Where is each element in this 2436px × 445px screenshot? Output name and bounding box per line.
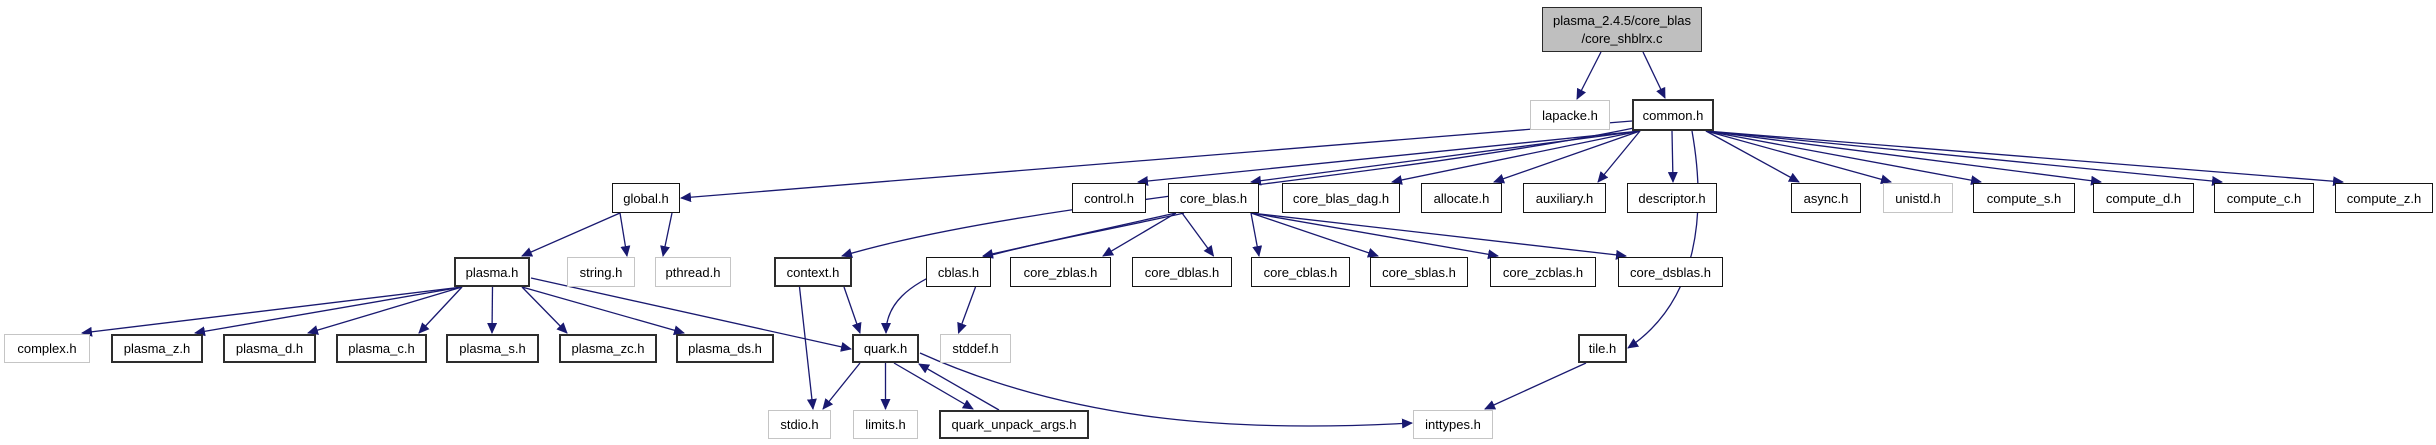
edge-global-h-to-string-h (619, 212, 631, 257)
edge-plasma-h-to-plasma-zc-h (521, 286, 568, 334)
node-limits-h: limits.h (853, 410, 918, 439)
node-common-h[interactable]: common.h (1632, 99, 1714, 131)
edge-core-blas-h-to-core-sblas-h (1250, 212, 1379, 258)
edge-common-h-to-allocate-h (1493, 130, 1641, 184)
edge-quark-unpack-args-h-to-quark-h (918, 363, 1000, 411)
node-async-h[interactable]: async.h (1791, 183, 1861, 213)
edge-plasma-h-to-complex-h (81, 286, 463, 337)
node-stdio-h: stdio.h (768, 410, 831, 439)
edge-quark-h-to-quark-unpack-args-h (893, 362, 974, 410)
edge-common-h-to-compute-z-h (1705, 130, 2344, 187)
node-root: plasma_2.4.5/core_blas/core_shblrx.c (1542, 7, 1702, 52)
edge-global-h-to-pthread-h (660, 212, 673, 257)
node-compute-z-h[interactable]: compute_z.h (2335, 183, 2433, 213)
edge-common-h-to-async-h (1705, 130, 1800, 183)
edge-root-to-common-h (1642, 51, 1666, 99)
node-pthread-h: pthread.h (655, 257, 731, 287)
node-allocate-h[interactable]: allocate.h (1421, 183, 1502, 213)
edge-common-h-to-unistd-h (1705, 130, 1892, 185)
edge-common-h-to-core-blas-dag-h (1391, 130, 1641, 185)
node-core-sblas-h[interactable]: core_sblas.h (1370, 257, 1468, 287)
node-quark-unpack-args-h[interactable]: quark_unpack_args.h (939, 410, 1089, 439)
node-plasma-z-h[interactable]: plasma_z.h (111, 334, 203, 363)
edge-common-h-to-auxiliary-h (1597, 130, 1641, 183)
node-inttypes-h: inttypes.h (1413, 410, 1493, 439)
node-plasma-zc-h[interactable]: plasma_zc.h (559, 334, 657, 363)
edge-plasma-h-to-plasma-s-h (487, 286, 498, 334)
edge-core-blas-h-to-core-dblas-h (1181, 212, 1215, 257)
edge-context-h-to-quark-h (843, 286, 862, 334)
edge-common-h-to-compute-c-h (1705, 130, 2223, 186)
node-core-cblas-h[interactable]: core_cblas.h (1251, 257, 1350, 287)
node-global-h[interactable]: global.h (612, 183, 680, 213)
node-cblas-h[interactable]: cblas.h (926, 257, 991, 287)
node-string-h: string.h (567, 257, 635, 287)
root-label-line: /core_shblrx.c (1581, 30, 1663, 46)
node-core-blas-h[interactable]: core_blas.h (1168, 183, 1259, 213)
node-descriptor-h[interactable]: descriptor.h (1627, 183, 1717, 213)
edge-core-blas-h-to-core-cblas-h (1250, 212, 1263, 257)
node-compute-s-h[interactable]: compute_s.h (1973, 183, 2075, 213)
node-lapacke-h: lapacke.h (1530, 100, 1610, 130)
edge-core-blas-h-to-core-zblas-h (1102, 212, 1177, 257)
edge-core-blas-h-to-cblas-h (982, 212, 1177, 259)
edge-common-h-to-descriptor-h (1667, 130, 1678, 183)
node-core-blas-dag-h[interactable]: core_blas_dag.h (1282, 183, 1400, 213)
edge-tile-h-to-inttypes-h (1484, 362, 1587, 410)
node-core-zcblas-h[interactable]: core_zcblas.h (1490, 257, 1596, 287)
edge-plasma-h-to-plasma-d-h (307, 286, 463, 335)
node-plasma-s-h[interactable]: plasma_s.h (446, 334, 539, 363)
node-unistd-h: unistd.h (1883, 183, 1953, 213)
node-plasma-d-h[interactable]: plasma_d.h (223, 334, 316, 363)
node-plasma-h[interactable]: plasma.h (454, 257, 530, 287)
edge-root-to-lapacke-h (1576, 51, 1602, 100)
node-control-h[interactable]: control.h (1072, 183, 1146, 213)
edge-plasma-h-to-plasma-ds-h (521, 286, 685, 336)
edge-core-blas-h-to-core-dsblas-h (1250, 212, 1627, 260)
edge-common-h-to-compute-d-h (1705, 130, 2102, 186)
node-core-dblas-h[interactable]: core_dblas.h (1132, 257, 1232, 287)
edge-common-h-to-control-h (1137, 130, 1641, 186)
edge-core-blas-h-to-core-zcblas-h (1250, 212, 1499, 260)
edge-common-h-to-tile-h (1627, 130, 1699, 349)
node-tile-h[interactable]: tile.h (1578, 334, 1627, 363)
edge-cblas-h-to-stddef-h (957, 286, 977, 334)
node-complex-h: complex.h (4, 334, 90, 363)
edge-common-h-to-core-blas-h (1250, 130, 1641, 186)
node-stddef-h: stddef.h (940, 334, 1011, 363)
node-compute-c-h[interactable]: compute_c.h (2214, 183, 2314, 213)
edge-plasma-h-to-plasma-c-h (418, 286, 463, 334)
edge-global-h-to-plasma-h (521, 212, 621, 257)
node-quark-h[interactable]: quark.h (852, 334, 919, 363)
root-label-line: plasma_2.4.5/core_blas (1552, 12, 1692, 28)
node-core-dsblas-h[interactable]: core_dsblas.h (1618, 257, 1723, 287)
edge-context-h-to-stdio-h (798, 286, 817, 410)
node-plasma-c-h[interactable]: plasma_c.h (336, 334, 427, 363)
edge-plasma-h-to-plasma-z-h (194, 286, 463, 337)
node-auxiliary-h[interactable]: auxiliary.h (1523, 183, 1606, 213)
edge-quark-h-to-stdio-h (822, 362, 861, 410)
edge-common-h-to-compute-s-h (1705, 130, 1982, 186)
node-context-h[interactable]: context.h (774, 257, 852, 287)
node-plasma-ds-h[interactable]: plasma_ds.h (676, 334, 774, 363)
node-core-zblas-h[interactable]: core_zblas.h (1010, 257, 1111, 287)
node-compute-d-h[interactable]: compute_d.h (2093, 183, 2194, 213)
